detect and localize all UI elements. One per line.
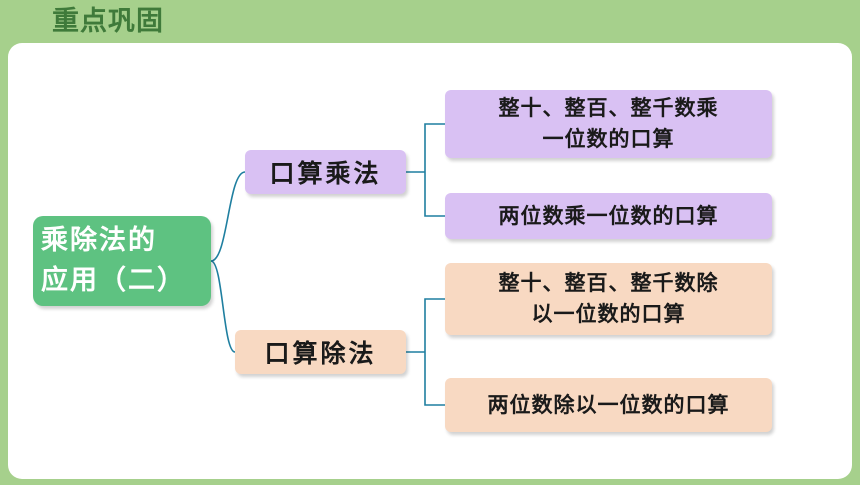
branch-multiplication-label: 口算乘法 bbox=[269, 159, 382, 188]
leaf-division-2: 两位数除以一位数的口算 bbox=[445, 378, 772, 432]
leaf-multiplication-1: 整十、整百、整千数乘 一位数的口算 bbox=[445, 90, 772, 158]
branch-division: 口算除法 bbox=[235, 330, 406, 374]
header-title: 重点巩固 bbox=[52, 6, 164, 37]
branch-multiplication: 口算乘法 bbox=[245, 150, 406, 194]
leaf-label-line1: 整十、整百、整千数除 bbox=[498, 271, 719, 295]
leaf-label-line1: 两位数除以一位数的口算 bbox=[487, 392, 730, 417]
connector-root-to-division bbox=[210, 260, 236, 353]
root-node: 乘除法的 应用（二） bbox=[33, 216, 211, 306]
leaf-label-line2: 一位数的口算 bbox=[542, 127, 675, 151]
leaf-division-1: 整十、整百、整千数除 以一位数的口算 bbox=[445, 263, 772, 335]
root-label-line2: 应用（二） bbox=[41, 265, 186, 296]
leaf-multiplication-2: 两位数乘一位数的口算 bbox=[445, 193, 772, 239]
leaf-label-line2: 以一位数的口算 bbox=[531, 302, 686, 326]
leaf-label-line1: 两位数乘一位数的口算 bbox=[498, 203, 719, 228]
branch-division-label: 口算除法 bbox=[264, 339, 377, 368]
leaf-label-line1: 整十、整百、整千数乘 bbox=[498, 96, 719, 120]
connector-multiplication-bracket bbox=[424, 123, 445, 217]
connector-division-bracket bbox=[424, 298, 445, 406]
connector-root-to-multiplication bbox=[210, 171, 246, 262]
root-label-line1: 乘除法的 bbox=[41, 225, 157, 256]
